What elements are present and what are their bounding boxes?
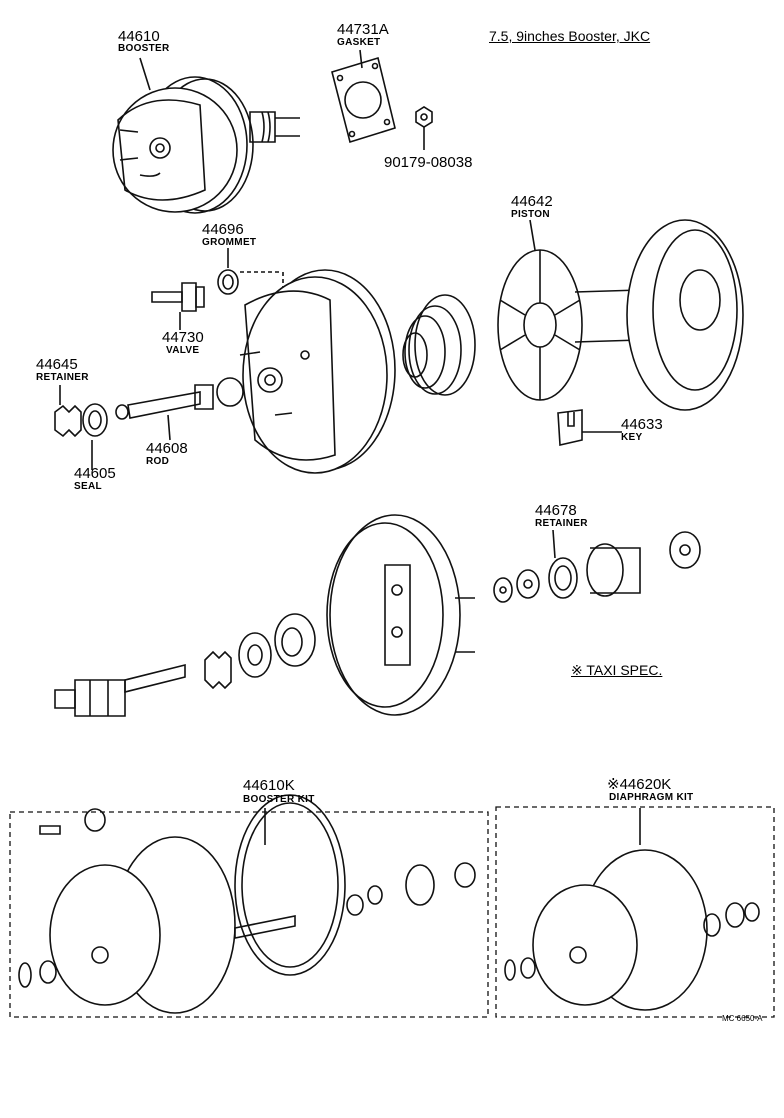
- label-key-number: 44633: [621, 416, 663, 433]
- label-valve-name: VALVE: [166, 345, 200, 356]
- gasket-illustration: [331, 56, 396, 144]
- label-booster-name: BOOSTER: [118, 43, 170, 54]
- diaphragm-kit-box: [495, 806, 775, 1018]
- label-retainer2-number: 44678: [535, 502, 577, 519]
- label-nut-number: 90179-08038: [384, 154, 473, 171]
- label-gasket-number: 44731A: [337, 21, 389, 38]
- taxi-retainer-illustration: [493, 531, 701, 603]
- label-booster-kit-name: BOOSTER KIT: [243, 794, 315, 805]
- label-diaphragm-kit-number: ※44620K: [607, 776, 672, 793]
- diaphragm-boot-illustration: [402, 294, 476, 396]
- diaphragm-kit-illustration: [504, 849, 760, 1011]
- label-booster-kit-number: 44610K: [243, 777, 295, 794]
- taxi-valve-illustration: [54, 663, 186, 717]
- booster-illustration: [112, 76, 300, 214]
- label-piston-number: 44642: [511, 193, 553, 210]
- label-key-name: KEY: [621, 432, 643, 443]
- taxi-seals-illustration: [204, 613, 316, 690]
- reference-code: MC 6650-A: [722, 1014, 763, 1023]
- label-diaphragm-kit-name: DIAPHRAGM KIT: [609, 792, 694, 803]
- label-grommet-name: GROMMET: [202, 237, 257, 248]
- rear-shell-illustration: [626, 219, 744, 411]
- diagram-title: 7.5, 9inches Booster, JKC: [489, 28, 651, 44]
- key-illustration: [557, 409, 622, 446]
- label-seal-name: SEAL: [74, 481, 102, 492]
- valve-illustration: [151, 282, 205, 312]
- taxi-spec-note: ※ TAXI SPEC.: [571, 662, 663, 678]
- grommet-illustration: [217, 269, 284, 355]
- label-booster-number: 44610: [118, 28, 160, 45]
- label-rod-number: 44608: [146, 440, 188, 457]
- label-retainer2-name: RETAINER: [535, 518, 588, 529]
- front-shell-illustration: [239, 269, 396, 474]
- taxi-shell-illustration: [326, 514, 475, 716]
- nut-illustration: [415, 106, 433, 150]
- label-valve-number: 44730: [162, 329, 204, 346]
- label-piston-name: PISTON: [511, 209, 550, 220]
- seal-rod-illustration: [54, 377, 244, 438]
- booster-kit-illustration: [18, 794, 476, 1014]
- label-retainer1-name: RETAINER: [36, 372, 89, 383]
- label-gasket-name: GASKET: [337, 37, 381, 48]
- booster-kit-box: [9, 811, 489, 1018]
- label-seal-number: 44605: [74, 465, 116, 482]
- label-retainer1-number: 44645: [36, 356, 78, 373]
- label-rod-name: ROD: [146, 456, 170, 467]
- label-grommet-number: 44696: [202, 221, 244, 238]
- piston-illustration: [497, 249, 641, 401]
